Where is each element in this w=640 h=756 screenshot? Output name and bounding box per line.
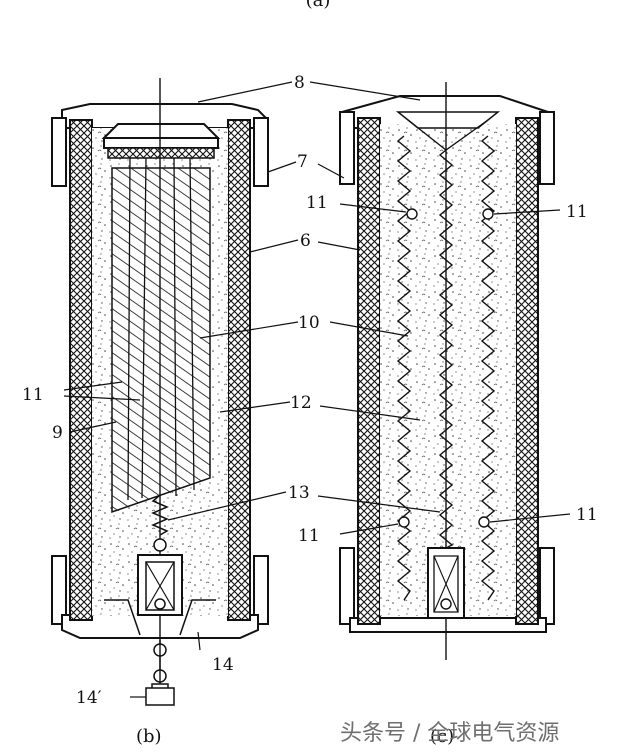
fuse-c-tube-wall-left <box>357 117 381 625</box>
fuse-c-bulb-tr <box>482 208 494 220</box>
fuse-c-striker-ball <box>440 598 452 610</box>
fuse-b <box>51 78 269 706</box>
fuse-b-tube-wall-left <box>69 119 93 621</box>
fuse-c-bottom-cap-left <box>339 547 355 625</box>
caption-c: (c) <box>430 726 454 747</box>
fuse-c <box>339 82 555 660</box>
fuse-b-striker-bead <box>153 538 167 552</box>
fuse-b-striker-ball <box>154 598 166 610</box>
fuse-b-tube-wall-right <box>227 119 251 621</box>
fuse-b-contact-plate <box>101 123 221 139</box>
leader-10c <box>329 321 409 337</box>
label-9: 9 <box>52 423 63 443</box>
fuse-b-wire-3 <box>173 157 177 497</box>
leader-6 <box>249 239 299 253</box>
fuse-b-top-cap-left <box>51 117 67 187</box>
fuse-c-bottom-cap <box>349 617 547 633</box>
fuse-b-bottom-cap-right <box>253 555 269 625</box>
leader-8b <box>309 81 421 101</box>
label-8: 8 <box>294 73 305 93</box>
label-6: 6 <box>300 231 311 251</box>
leader-13 <box>167 491 287 521</box>
fuse-c-leaders <box>309 81 571 535</box>
caption-b: (b) <box>136 726 162 747</box>
label-11: 11 <box>22 385 44 405</box>
leader-8a <box>197 81 293 103</box>
fuse-c-tube-wall-right <box>515 117 539 625</box>
fuse-b-wire-4 <box>189 157 195 491</box>
label-c-11-br: 11 <box>576 505 598 525</box>
leader-6c <box>317 241 361 251</box>
label-c-11-tr: 11 <box>566 202 588 222</box>
leader-10 <box>199 321 299 339</box>
label-12: 12 <box>290 393 312 413</box>
fuse-b-indicator-knob <box>145 683 175 706</box>
label-c-11-tl: 11 <box>306 193 328 213</box>
fuse-b-top-cap-right <box>253 117 269 187</box>
fuse-c-top-cap-right <box>539 111 555 185</box>
fuse-c-bottom-cap-right <box>539 547 555 625</box>
leader-11-tl <box>339 203 407 213</box>
fuse-b-striker-guides <box>104 599 216 636</box>
fuse-b-contact-bar <box>103 137 219 149</box>
fuse-b-contact-ring <box>107 147 215 159</box>
label-10: 10 <box>298 313 320 333</box>
leader-11 <box>63 381 141 401</box>
top-caption: (a) <box>306 0 331 11</box>
leader-7c <box>317 163 345 179</box>
leader-11-tr <box>493 209 561 215</box>
label-14-prime: 14′ <box>76 688 102 708</box>
leader-13c <box>317 495 441 513</box>
fuse-c-bulb-tl <box>406 208 418 220</box>
fuse-b-wire-1 <box>127 157 131 501</box>
leader-9 <box>69 421 117 433</box>
label-14: 14 <box>212 655 234 675</box>
label-13: 13 <box>288 483 310 503</box>
label-c-11-bl: 11 <box>298 526 320 546</box>
watermark-text: 头条号 / 全球电气资源 <box>340 721 559 746</box>
fuse-c-bulb-br <box>478 516 490 528</box>
fuse-b-striker-cross <box>145 561 175 611</box>
fuse-c-bulb-bl <box>398 516 410 528</box>
fuse-b-wire-2 <box>141 157 147 499</box>
leader-7 <box>267 161 297 173</box>
fuse-b-ceramic-core <box>111 167 211 514</box>
fuse-c-striker-cross <box>433 555 459 613</box>
fuse-c-top-cap-left <box>339 111 355 185</box>
leader-11-br <box>489 513 571 523</box>
leader-11-bl <box>339 523 399 535</box>
leader-12c <box>319 405 421 421</box>
fuse-b-leaders <box>63 81 299 698</box>
fuse-b-bottom-cap-left <box>51 555 67 625</box>
leader-14 <box>197 631 201 651</box>
label-7: 7 <box>297 152 308 172</box>
fuse-b-spring <box>151 494 169 536</box>
leader-12 <box>219 401 291 413</box>
